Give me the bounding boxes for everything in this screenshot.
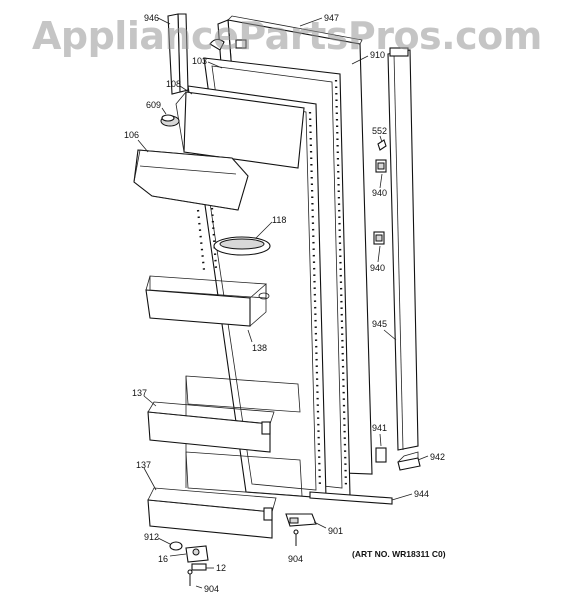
callout-103: 103 — [192, 56, 207, 66]
callout-16: 16 — [158, 554, 168, 564]
callout-12: 12 — [216, 563, 226, 573]
stopper-942 — [397, 451, 421, 471]
callout-137-lower: 137 — [136, 460, 151, 470]
door-handle — [167, 13, 189, 95]
side-trim-strip — [387, 47, 419, 451]
dairy-door — [133, 149, 249, 211]
callout-946: 946 — [144, 13, 159, 23]
watermark-text: AppliancePartsPros.com — [32, 14, 542, 58]
screw-904-left — [187, 569, 193, 586]
callout-940-lower: 940 — [370, 263, 385, 273]
callout-912: 912 — [144, 532, 159, 542]
hinge-16 — [185, 545, 209, 563]
top-hinge-bracket — [209, 38, 247, 51]
callout-944: 944 — [414, 489, 429, 499]
callout-552: 552 — [372, 126, 387, 136]
callout-947: 947 — [324, 13, 339, 23]
hinge-940-upper — [375, 159, 387, 173]
oval-tray — [213, 236, 271, 256]
callout-910: 910 — [370, 50, 385, 60]
hinge-bushing-912 — [169, 541, 183, 551]
callout-609: 609 — [146, 100, 161, 110]
callout-945: 945 — [372, 319, 387, 329]
lower-hinge-block — [285, 513, 317, 527]
callout-108: 108 — [166, 79, 181, 89]
bottom-bracket-941 — [375, 447, 387, 463]
callout-106: 106 — [124, 130, 139, 140]
callout-942: 942 — [430, 452, 445, 462]
callout-940-upper: 940 — [372, 188, 387, 198]
callout-904-center: 904 — [288, 554, 303, 564]
knob — [160, 114, 180, 127]
callout-137-upper: 137 — [132, 388, 147, 398]
bottom-cover-strip — [309, 491, 393, 505]
screw-904-center — [293, 529, 299, 546]
callout-941: 941 — [372, 423, 387, 433]
shelf-bin — [145, 275, 270, 327]
door-bin-lower — [147, 487, 277, 539]
callout-904-left: 904 — [204, 584, 219, 594]
callout-901: 901 — [328, 526, 343, 536]
leader-lines — [137, 17, 429, 589]
clip-12 — [191, 563, 207, 571]
hinge-940-lower — [373, 231, 385, 245]
callout-138: 138 — [252, 343, 267, 353]
art-number: (ART NO. WR18311 C0) — [352, 549, 446, 559]
door-bin-upper — [147, 401, 275, 453]
callout-118: 118 — [272, 215, 286, 225]
